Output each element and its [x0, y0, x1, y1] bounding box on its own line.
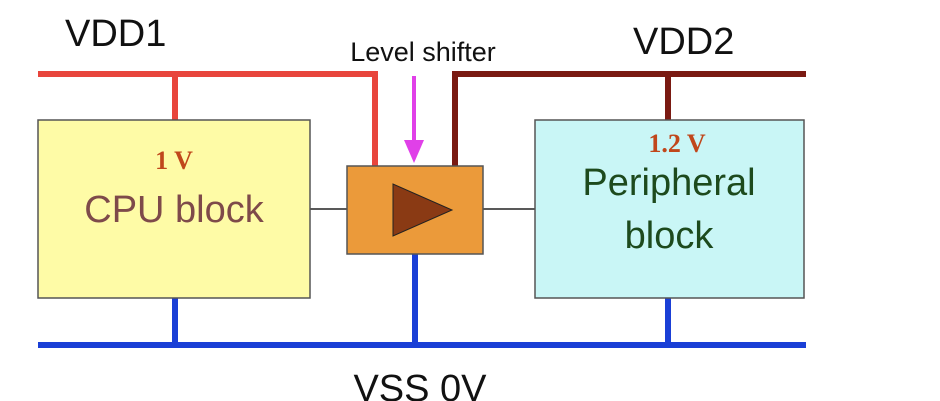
arrow-down-icon [404, 76, 424, 163]
cpu-block [37, 119, 311, 299]
peripheral-voltage-label: 1.2 V [648, 129, 706, 158]
peripheral-block [534, 119, 805, 299]
vdd2-rail [452, 71, 806, 166]
vss-rail [38, 254, 806, 348]
vdd2-label: VDD2 [633, 21, 734, 63]
level-shifter-box [346, 165, 484, 255]
peripheral-block-label-line1: Peripheral [582, 162, 755, 204]
level-shifter-label: Level shifter [350, 37, 496, 67]
cpu-block-label: CPU block [84, 189, 264, 231]
vdd1-rail [38, 71, 378, 166]
cpu-voltage-label: 1 V [155, 146, 193, 175]
buffer-triangle-icon [392, 183, 454, 237]
vdd1-label: VDD1 [65, 13, 166, 55]
vss-label: VSS 0V [353, 368, 487, 401]
peripheral-block-label-line2: block [625, 215, 715, 257]
